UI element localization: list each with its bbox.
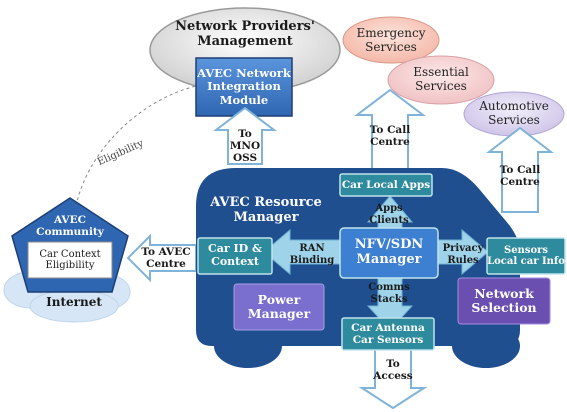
resource-manager-title: AVEC Resource Manager: [206, 195, 326, 226]
sensors-line2: Local car Info: [487, 256, 565, 267]
to-mno-line2: MNO: [229, 140, 261, 153]
to-access-line1: To: [386, 358, 400, 370]
apps-clients-line2: Clients: [369, 214, 409, 226]
ran-line1: RAN: [299, 243, 325, 254]
car-antenna-label: Car Antenna Car Sensors: [342, 318, 434, 350]
network-selection-line2: Selection: [471, 300, 537, 315]
comms-line2: Stacks: [370, 293, 408, 305]
resource-manager-line2: Manager: [233, 209, 299, 225]
integration-module-line1: AVEC Network: [197, 66, 291, 81]
to-call-centre-2-label: To Call Centre: [496, 164, 544, 188]
car-context-line1: Car Context: [39, 248, 101, 260]
apps-clients-label: Apps Clients: [362, 203, 416, 226]
power-line2: Manager: [247, 306, 311, 321]
essential-services-label: Essential Services: [388, 61, 494, 99]
arrow-to-call-centre-2: [486, 126, 554, 213]
nfv-sdn-line2: Manager: [356, 252, 422, 267]
emergency-services-label: Emergency Services: [343, 22, 439, 60]
community-title: AVEC Community: [30, 212, 110, 240]
car-context-line2: Eligibility: [45, 260, 95, 271]
nfv-sdn-box: [339, 227, 439, 279]
to-mno-line1: To: [238, 128, 252, 140]
arrow-to-avec-centre: [126, 233, 197, 283]
to-avec-centre-label: To AVEC Centre: [134, 246, 198, 270]
integration-module-box: [195, 57, 293, 117]
sensors-line1: Sensors: [503, 244, 549, 256]
arrow-to-access: [358, 347, 428, 410]
power-manager-box: [233, 283, 325, 331]
network-providers-line2: Management: [197, 33, 293, 49]
eligibility-link-line: [75, 85, 197, 207]
arrow-to-call-centre-1: [354, 88, 426, 179]
network-selection-line1: Network: [474, 285, 534, 301]
car-antenna-line2: Car Sensors: [352, 334, 424, 346]
power-manager-label: Power Manager: [234, 284, 324, 330]
car-local-apps-box: [339, 173, 433, 197]
privacy-line1: Privacy: [442, 243, 484, 254]
network-providers-title: Network Providers' Management: [170, 19, 320, 50]
automotive-line1: Automotive: [479, 99, 549, 114]
essential-line2: Services: [415, 79, 467, 93]
to-mno-label: To MNO OSS: [226, 128, 264, 164]
essential-line1: Essential: [413, 65, 469, 80]
integration-module-label: AVEC Network Integration Module: [196, 58, 292, 116]
emergency-line2: Services: [365, 40, 417, 54]
emergency-line1: Emergency: [356, 26, 426, 41]
network-providers-line1: Network Providers': [175, 19, 315, 34]
to-call-centre-1-label: To Call Centre: [366, 124, 414, 148]
power-line1: Power: [257, 291, 301, 307]
nfv-sdn-label: NFV/SDN Manager: [340, 228, 438, 278]
to-call-centre-2-line2: Centre: [500, 176, 540, 189]
car-id-line2: Context: [211, 255, 259, 268]
car-antenna-line1: Car Antenna: [351, 321, 425, 334]
comms-stacks-label: Comms Stacks: [360, 282, 418, 305]
nfv-sdn-line1: NFV/SDN: [354, 237, 424, 253]
car-local-apps-label: Car Local Apps: [341, 178, 431, 191]
community-line1: AVEC: [54, 213, 86, 226]
to-access-label: To Access: [368, 358, 418, 382]
to-mno-line3: OSS: [232, 152, 258, 165]
to-avec-centre-line1: To AVEC: [141, 246, 191, 258]
automotive-line2: Services: [488, 113, 540, 127]
sensors-box: [486, 237, 566, 275]
community-line2: Community: [36, 226, 104, 238]
car-id-line1: Car ID &: [208, 242, 262, 256]
sensors-label: Sensors Local car Info: [487, 238, 565, 274]
privacy-rules-label: Privacy Rules: [438, 243, 488, 266]
automotive-services-label: Automotive Services: [464, 96, 564, 132]
car-context-label: Car Context Eligibility: [28, 242, 112, 278]
apps-clients-line1: Apps: [375, 203, 403, 214]
to-avec-centre-line2: Centre: [146, 258, 186, 271]
integration-module-line3: Module: [219, 92, 269, 107]
resource-manager-line1: AVEC Resource: [210, 195, 322, 210]
to-call-centre-1-line1: To Call: [369, 124, 411, 136]
car-id-context-label: Car ID & Context: [198, 238, 272, 274]
network-selection-label: Network Selection: [458, 278, 550, 324]
to-call-centre-2-line1: To Call: [499, 164, 541, 176]
essential-services-ellipse: [387, 55, 495, 105]
car-id-context-box: [197, 237, 273, 275]
arrow-to-mno: [213, 106, 277, 165]
car-antenna-box: [341, 317, 435, 351]
to-call-centre-1-line2: Centre: [370, 136, 410, 149]
ran-line2: Binding: [289, 254, 335, 266]
to-access-line2: Access: [373, 370, 413, 383]
emergency-services-ellipse: [342, 16, 440, 64]
car-context-box: [27, 241, 113, 279]
privacy-line2: Rules: [447, 254, 479, 266]
integration-module-line2: Integration: [207, 79, 281, 94]
network-selection-box: [457, 277, 551, 325]
ran-binding-label: RAN Binding: [286, 243, 338, 266]
comms-line1: Comms: [368, 282, 410, 293]
internet-label: Internet: [46, 295, 102, 309]
